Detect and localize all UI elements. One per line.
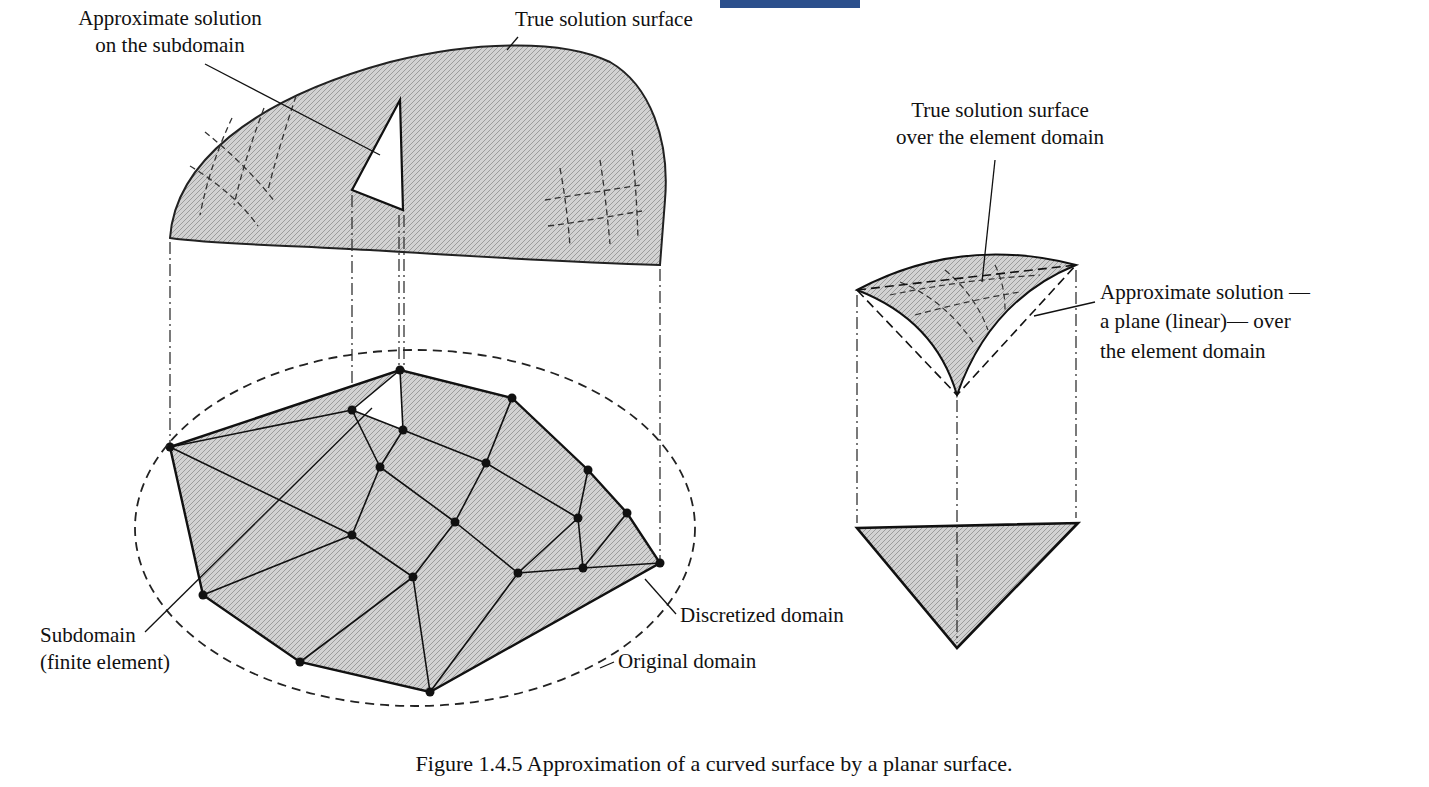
mesh-node [396,366,405,375]
surface-grid-line [234,108,264,205]
leader-line [507,37,518,50]
label-text: Subdomain (finite element) [40,622,172,677]
leader-line [145,408,372,632]
mesh-node [623,509,632,518]
surface-grid-line [995,265,1005,310]
mesh-node [409,573,418,582]
original-domain-outline [135,350,695,706]
mesh-node [656,559,665,568]
projection-line [659,269,660,559]
mesh-node [574,514,583,523]
mesh-node [199,591,208,600]
surface-grid-line [200,118,232,215]
approximate-plane [857,265,1076,395]
mesh-node [579,564,588,573]
surface-grid-line [900,282,975,345]
element-projection-lines [857,270,1076,643]
leader-line [645,579,676,614]
mesh-node [399,426,408,435]
label-text: Discretized domain [680,602,846,629]
mesh-node [348,406,357,415]
mesh-node [508,394,517,403]
mesh-nodes [166,366,665,697]
approximate-triangle [352,100,403,210]
label-text: Original domain [618,648,759,675]
mesh-node [376,463,385,472]
mesh-node [584,466,593,475]
projection-line [1075,270,1076,518]
leader-line [600,662,614,668]
surface-grid-line [545,185,640,200]
mesh-node [426,688,435,697]
leader-line [982,160,995,282]
element-surface-grid [890,265,1040,345]
surface-grid-line [915,292,1020,315]
projection-line [856,295,857,523]
projection-line [351,195,352,406]
mesh-node [348,531,357,540]
surface-grid-line [945,270,988,330]
element-domain [857,523,1078,648]
slide-fragment [720,0,860,8]
label-text: True solution surface over the element d… [895,97,1105,152]
surface-grid-line [632,150,638,240]
true-solution-surface [170,45,666,265]
mesh-lines [170,370,660,692]
surface-grid-line [268,96,296,190]
surface-grid-line [560,168,570,246]
surface-grid-line [600,160,610,244]
mesh-node [514,569,523,578]
mesh-node [482,459,491,468]
surface-grid [190,96,642,246]
label-text: Approximate solution —a plane (linear)— … [1100,278,1310,366]
projection-line [169,242,170,443]
discretized-boundary [170,370,660,692]
surface-grid-line [190,166,258,226]
label-text: True solution surface [515,6,695,33]
label-text: Approximate solution on the subdomain [78,5,263,60]
surface-grid-line [205,132,275,202]
figure-caption: Figure 1.4.5 Approximation of a curved s… [415,750,1014,779]
leader-line [1034,302,1095,316]
projection-line [398,215,399,366]
element-true-surface [857,254,1076,395]
mesh-node [296,658,305,667]
mesh-node [451,518,460,527]
mesh-ground [170,370,660,692]
projection-line [956,400,957,643]
surface-grid-line [548,211,642,226]
leader-line [205,64,380,155]
mesh-node [166,443,175,452]
